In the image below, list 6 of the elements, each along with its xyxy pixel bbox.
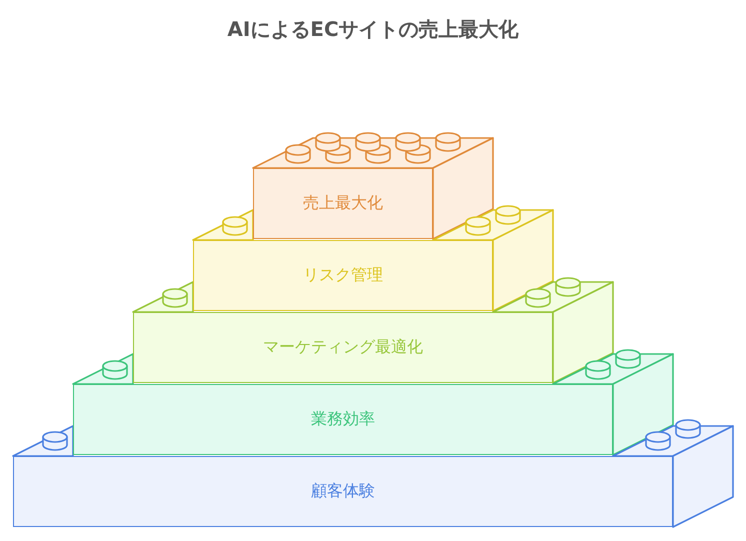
brick-label: 売上最大化 — [303, 193, 383, 214]
brick-label: 業務効率 — [311, 409, 375, 430]
diagram-title: AIによるECサイトの売上最大化 — [226, 16, 520, 43]
brick-label: 顧客体験 — [311, 481, 375, 502]
brick-label: リスク管理 — [303, 265, 383, 286]
brick-label: マーケティング最適化 — [263, 337, 423, 358]
